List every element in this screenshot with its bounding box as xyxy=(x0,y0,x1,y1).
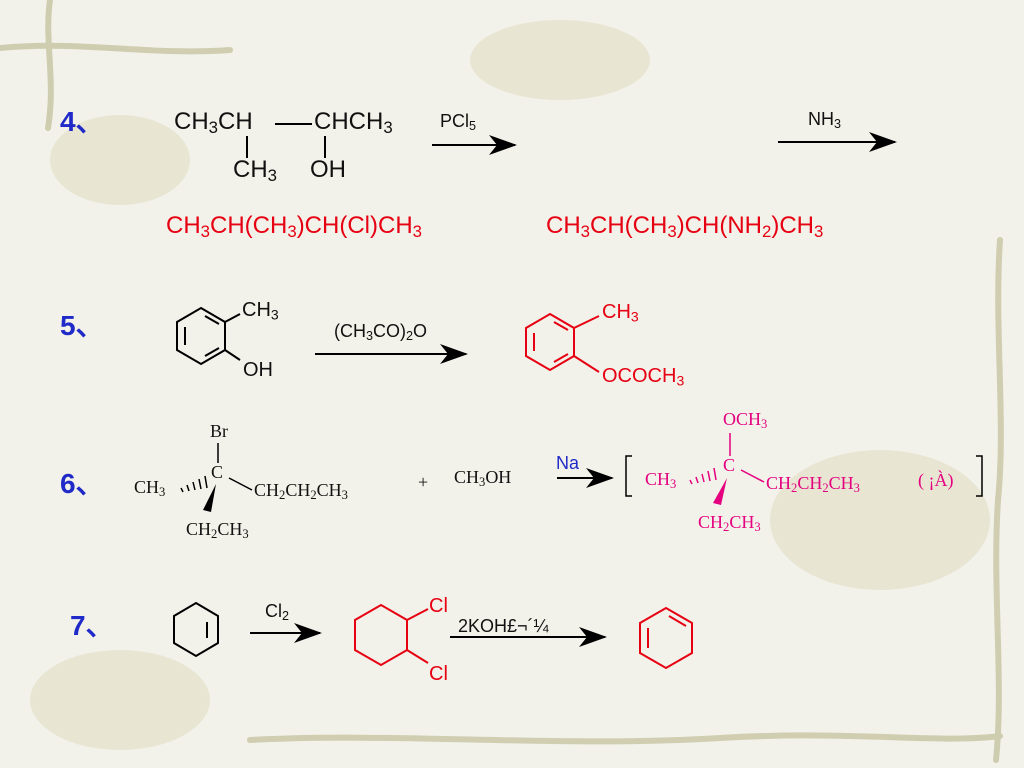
product6-ch3: CH3 xyxy=(645,469,677,492)
benzene-ring-reactant xyxy=(176,306,241,366)
reactant4-top-left: CH3CH xyxy=(174,108,253,138)
wedge-bond-reactant xyxy=(203,484,216,512)
product6-ethyl: CH2CH3 xyxy=(698,512,761,535)
coreactant-methanol: CH3OH xyxy=(454,467,512,490)
intermediate-cl-bottom: Cl xyxy=(429,663,448,685)
dichlorocyclohexane xyxy=(354,603,429,667)
product4-amine: CH3CH(CH3)CH(NH2)CH3 xyxy=(546,212,824,242)
problem4-bonds xyxy=(246,123,326,158)
reagent-nh3: NH3 xyxy=(808,109,842,132)
reactant5-oh: OH xyxy=(243,359,273,381)
benzene-ring-product xyxy=(525,312,600,373)
reagent-cl2: Cl2 xyxy=(265,601,290,624)
problem6-reactant-bonds xyxy=(180,443,253,493)
product6-propyl: CH2CH2CH3 xyxy=(766,473,860,496)
product6-racemic-note: ( ¡À) xyxy=(918,470,954,490)
reactant4-oh: OH xyxy=(310,156,346,183)
problem6-product-bonds xyxy=(689,433,765,485)
reactant6-ch3: CH3 xyxy=(134,477,166,500)
reactant6-ethyl: CH2CH3 xyxy=(186,519,249,542)
product5-ch3: CH3 xyxy=(602,301,639,325)
reagent-pcl5: PCl5 xyxy=(440,111,477,134)
problem-number-7: 7、 xyxy=(70,610,114,641)
product5-ester: OCOCH3 xyxy=(602,365,685,389)
problem-number-5: 5、 xyxy=(60,310,104,341)
product4-chloride: CH3CH(CH3)CH(Cl)CH3 xyxy=(166,212,422,242)
reagent-koh-ethanol: 2KOH£¬´¼ xyxy=(458,616,549,636)
reactant4-branch-ch3: CH3 xyxy=(233,156,278,186)
reagent-na: Na xyxy=(556,453,580,473)
intermediate-cl-top: Cl xyxy=(429,595,448,617)
plus-sign: + xyxy=(418,472,429,492)
cyclohexene-reactant xyxy=(173,601,219,658)
problem-number-4: 4、 xyxy=(60,106,104,137)
wedge-bond-product xyxy=(713,478,727,505)
product-brackets xyxy=(625,455,983,497)
product6-c: C xyxy=(723,455,736,475)
cyclohexadiene-product xyxy=(639,606,693,670)
reagent-acetic-anhydride: (CH3CO)2O xyxy=(334,321,428,344)
reactant4-top-right: CHCH3 xyxy=(314,108,393,138)
reactant6-propyl: CH2CH2CH3 xyxy=(254,480,348,503)
problem-number-6: 6、 xyxy=(60,468,104,499)
product6-och3: OCH3 xyxy=(723,409,768,432)
reactant6-c: C xyxy=(211,462,224,482)
reactant5-ch3: CH3 xyxy=(242,299,279,323)
reactant6-br: Br xyxy=(210,421,228,441)
